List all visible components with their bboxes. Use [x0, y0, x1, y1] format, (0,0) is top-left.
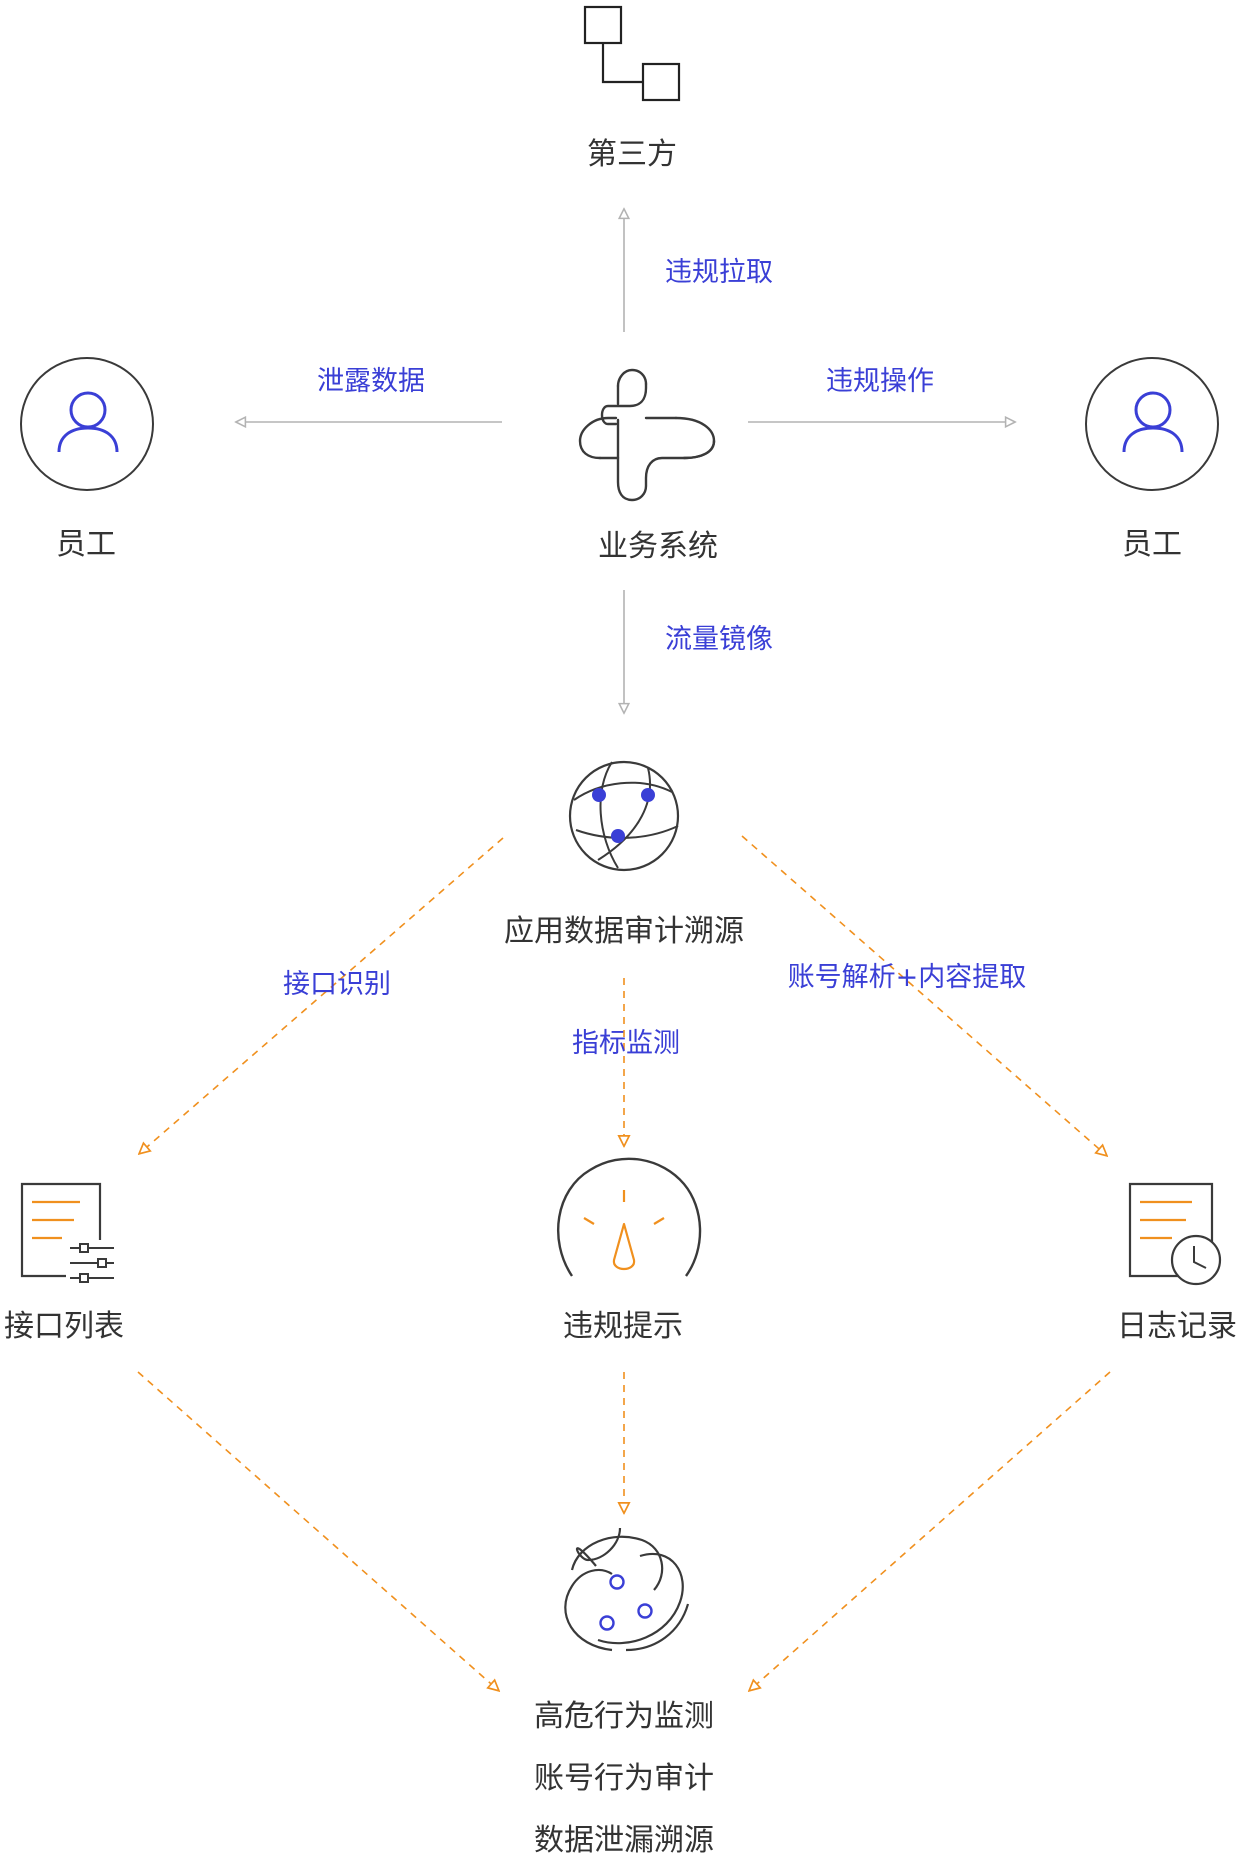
network-globe-icon — [568, 760, 680, 872]
edge-label-to-api-list: 接口识别 — [283, 969, 391, 1000]
outcome-line-account-audit: 账号行为审计 — [534, 1761, 714, 1796]
edge-label-to-employee-right: 违规操作 — [826, 366, 934, 397]
arrow-to-log-record — [741, 835, 1106, 1155]
node-label-api-list: 接口列表 — [4, 1309, 124, 1344]
gauge-icon — [557, 1157, 702, 1277]
arrow-api-list-to-outcomes — [137, 1371, 498, 1690]
orbit-icon — [564, 1527, 690, 1652]
node-label-log-record: 日志记录 — [1117, 1309, 1237, 1344]
node-label-audit: 应用数据审计溯源 — [504, 914, 744, 949]
user-icon — [1085, 357, 1219, 491]
edge-label-to-audit: 流量镜像 — [665, 624, 773, 655]
arrow-to-api-list — [140, 837, 504, 1153]
node-label-employee-right: 员工 — [1122, 527, 1182, 562]
flow-connector-icon — [583, 5, 681, 102]
node-label-third-party: 第三方 — [587, 137, 677, 172]
document-settings-icon — [20, 1182, 118, 1283]
outcome-line-leak-trace: 数据泄漏溯源 — [534, 1823, 714, 1858]
edge-label-to-log-record: 账号解析+内容提取 — [787, 962, 1027, 993]
node-label-violation-alert: 违规提示 — [563, 1309, 683, 1344]
outcome-line-high-risk: 高危行为监测 — [534, 1699, 714, 1734]
edge-label-to-employee-left: 泄露数据 — [317, 366, 425, 397]
edge-label-to-third-party: 违规拉取 — [665, 257, 773, 288]
node-label-employee-left: 员工 — [56, 527, 116, 562]
interlock-cross-icon — [578, 368, 716, 502]
node-label-business-system: 业务系统 — [598, 529, 718, 564]
document-clock-icon — [1128, 1182, 1222, 1286]
edge-label-to-violation-alert: 指标监测 — [572, 1028, 680, 1059]
arrow-log-to-outcomes — [750, 1371, 1111, 1690]
user-icon — [20, 357, 154, 491]
